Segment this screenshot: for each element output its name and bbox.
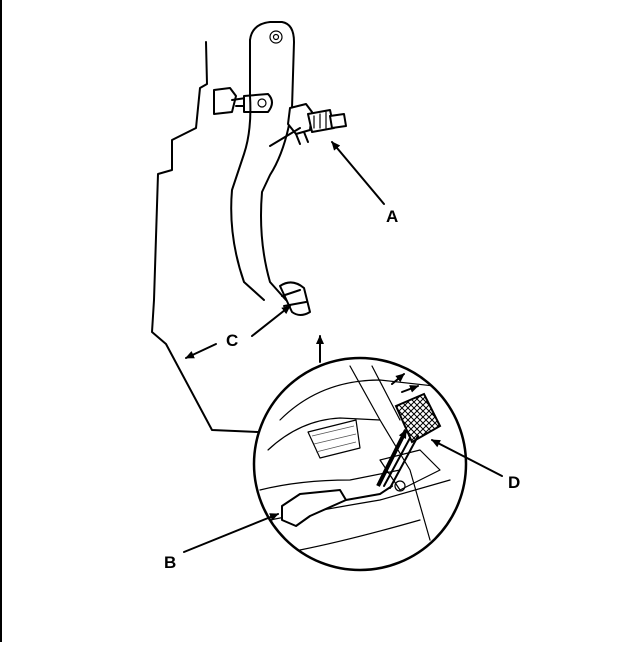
- clutch-pedal-arm: [230, 21, 295, 301]
- leader-d: [431, 439, 503, 477]
- pivot-hole: [269, 30, 283, 44]
- interlock-switch: [269, 103, 347, 147]
- callout-a: A: [386, 207, 398, 226]
- callout-d: D: [508, 473, 520, 492]
- switch-bracket: [213, 87, 273, 115]
- inset-arrow: [376, 429, 408, 487]
- leader-a: [331, 141, 385, 205]
- firewall-panel: [151, 41, 259, 433]
- callout-c: C: [226, 331, 238, 350]
- pedal-stopper: [279, 281, 311, 316]
- leader-b: [183, 513, 279, 553]
- leader-c-upper: [251, 305, 291, 337]
- leader-c-lower: [185, 343, 217, 359]
- inset-detail: [252, 356, 468, 572]
- callout-b: B: [164, 553, 176, 572]
